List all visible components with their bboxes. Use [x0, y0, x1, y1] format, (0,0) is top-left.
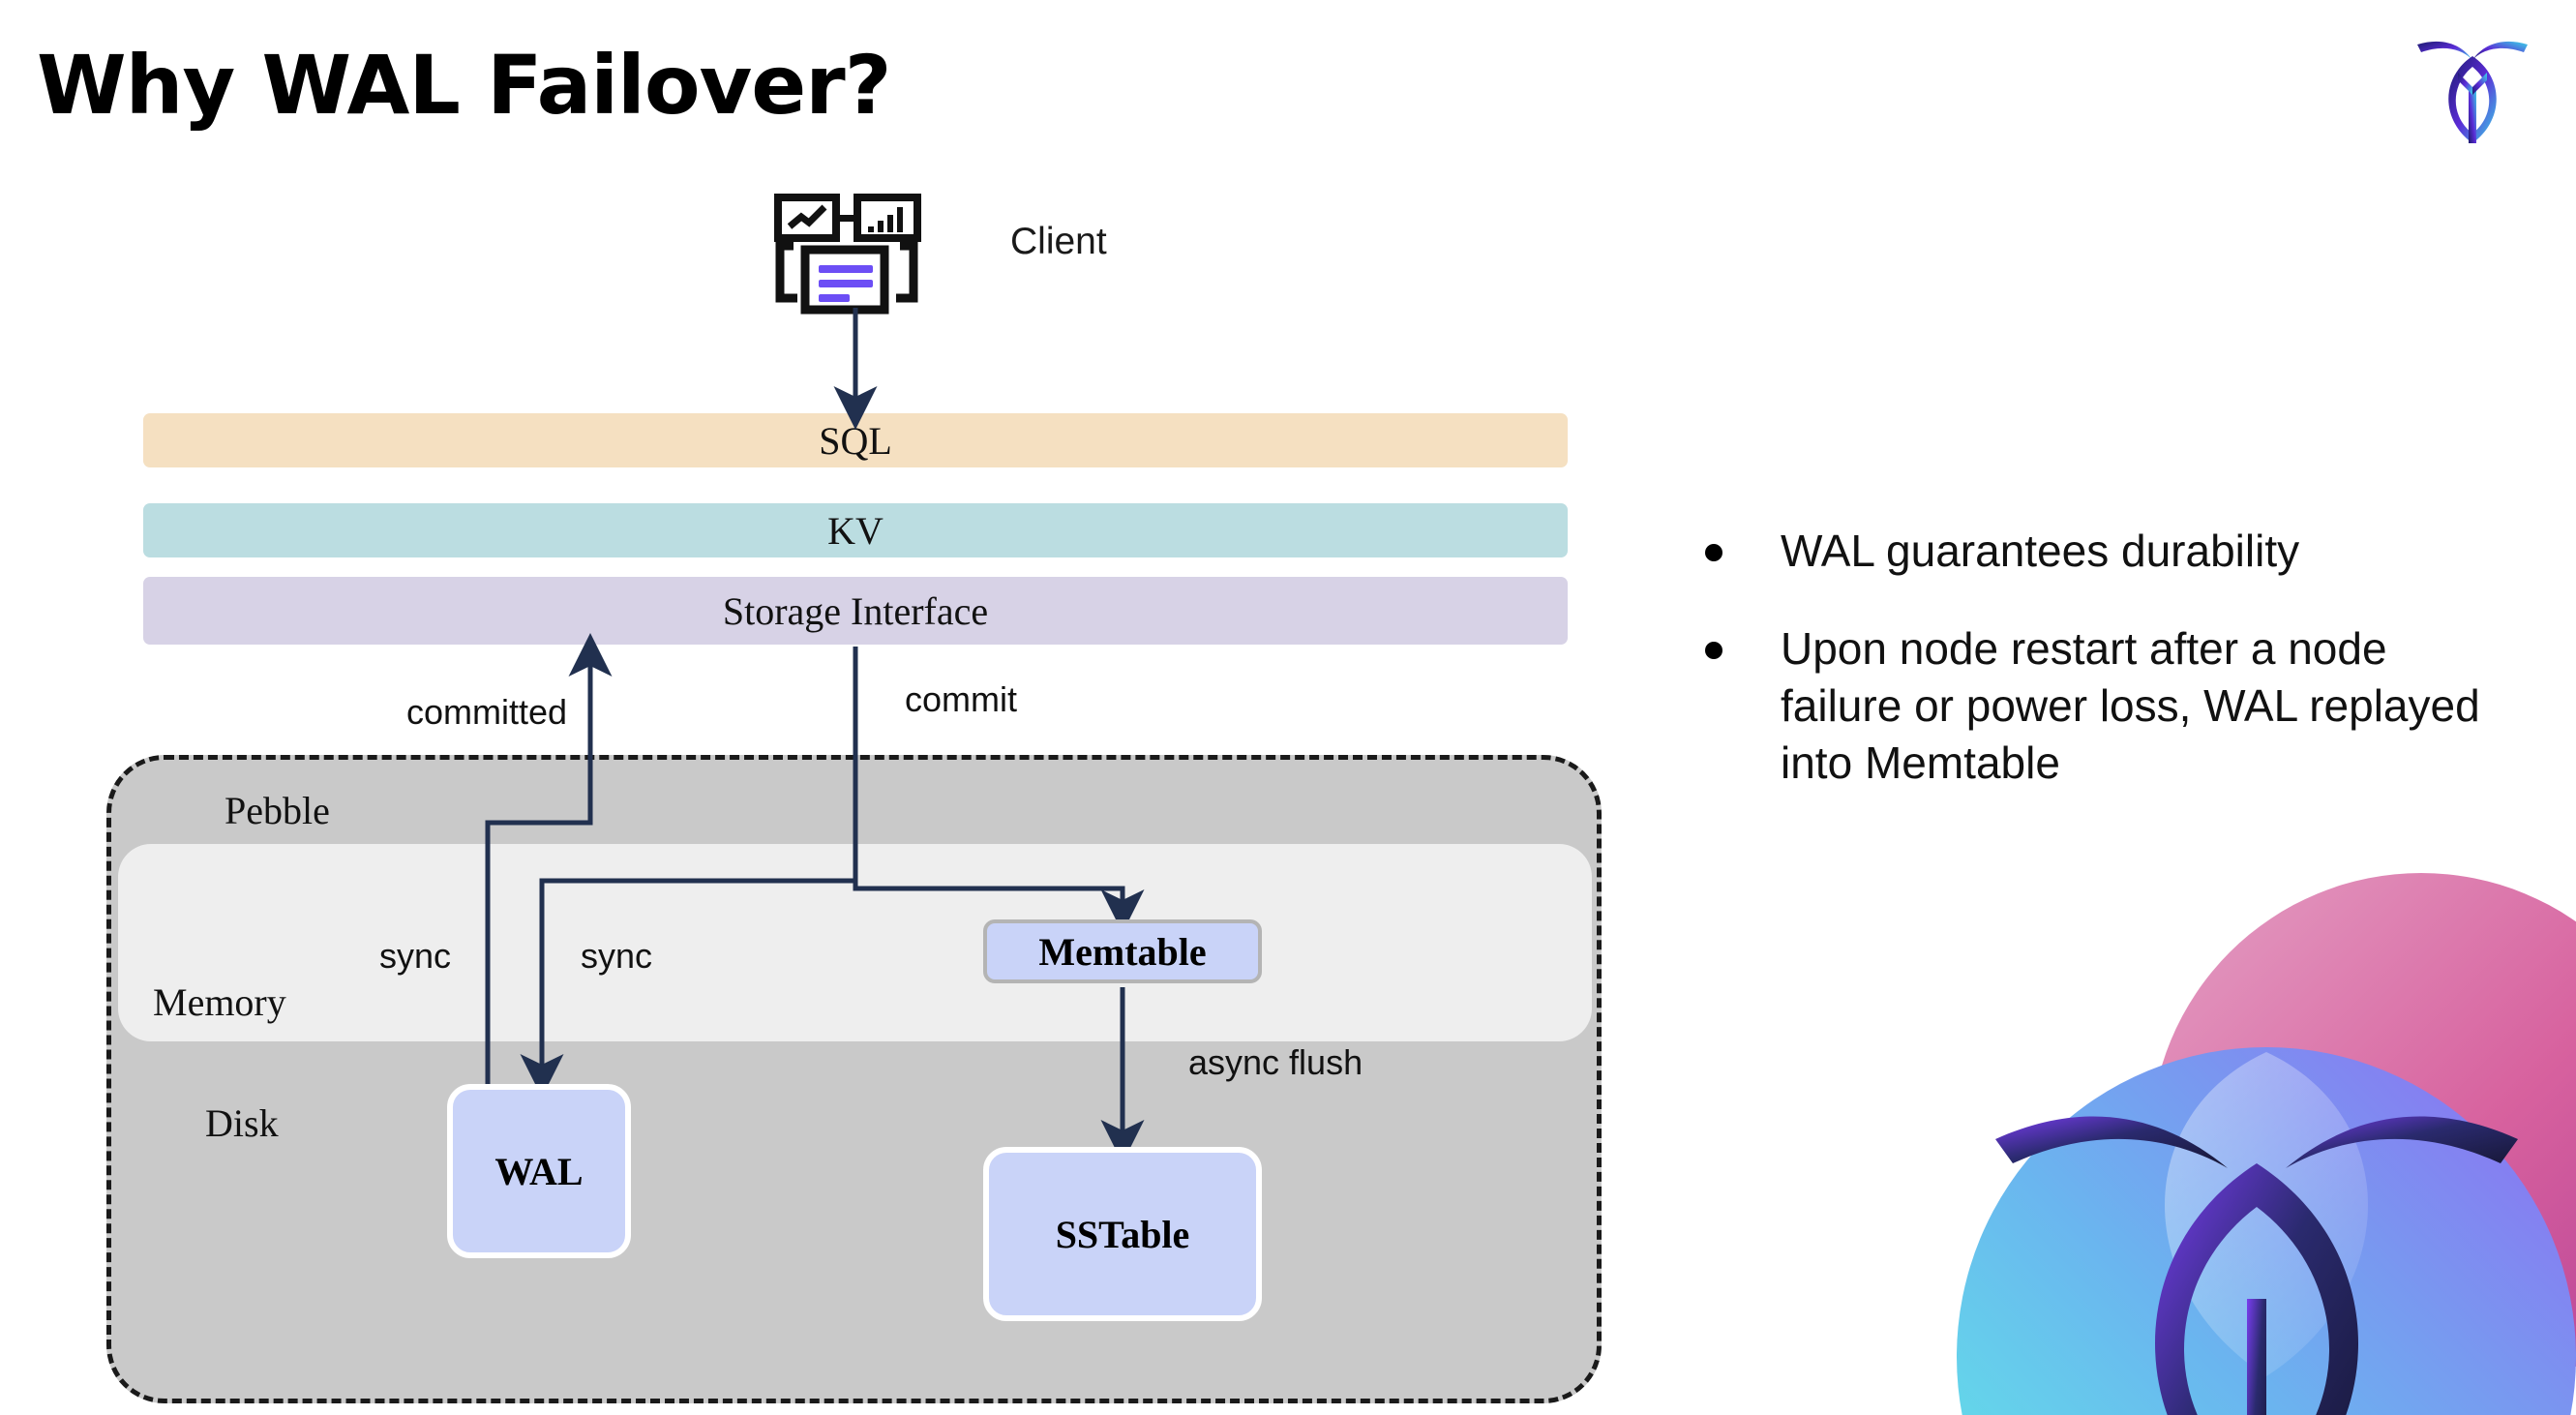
- cockroachdb-logo-icon: [2410, 27, 2535, 148]
- bullet-dot-icon: [1705, 641, 1722, 659]
- client-label: Client: [1010, 221, 1107, 262]
- node-sstable: SSTable: [983, 1147, 1262, 1321]
- decorative-background-art: [1841, 873, 2576, 1415]
- list-item: WAL guarantees durability: [1705, 523, 2518, 580]
- node-sstable-label: SSTable: [1055, 1212, 1190, 1256]
- edge-label-committed: committed: [406, 692, 568, 732]
- slide-title: Why WAL Failover?: [37, 38, 891, 133]
- bullet-text: WAL guarantees durability: [1781, 526, 2300, 576]
- node-wal: WAL: [447, 1084, 631, 1258]
- disk-label: Disk: [205, 1101, 279, 1145]
- edge-label-commit: commit: [905, 679, 1017, 719]
- list-item: Upon node restart after a node failure o…: [1705, 620, 2518, 792]
- layer-bar-sql: SQL: [143, 413, 1568, 467]
- layer-bar-sql-label: SQL: [819, 418, 892, 463]
- edge-label-sync-down: sync: [581, 936, 653, 976]
- bullet-dot-icon: [1705, 544, 1722, 561]
- layer-bar-kv-label: KV: [827, 508, 884, 553]
- layer-bar-storage-interface: Storage Interface: [143, 577, 1568, 645]
- memory-label: Memory: [153, 980, 286, 1024]
- layer-bar-storage-interface-label: Storage Interface: [722, 588, 989, 633]
- node-memtable-label: Memtable: [1038, 929, 1207, 974]
- layer-bar-kv: KV: [143, 503, 1568, 557]
- client-workstation-icon: [774, 194, 929, 315]
- node-wal-label: WAL: [494, 1149, 584, 1193]
- node-memtable: Memtable: [983, 919, 1262, 983]
- pebble-label: Pebble: [225, 789, 330, 832]
- bullet-text: Upon node restart after a node failure o…: [1781, 622, 2480, 788]
- edge-label-async-flush: async flush: [1188, 1042, 1363, 1082]
- edge-label-sync-up: sync: [379, 936, 452, 976]
- bullet-list: WAL guarantees durability Upon node rest…: [1705, 523, 2518, 832]
- memory-region: [118, 844, 1592, 1041]
